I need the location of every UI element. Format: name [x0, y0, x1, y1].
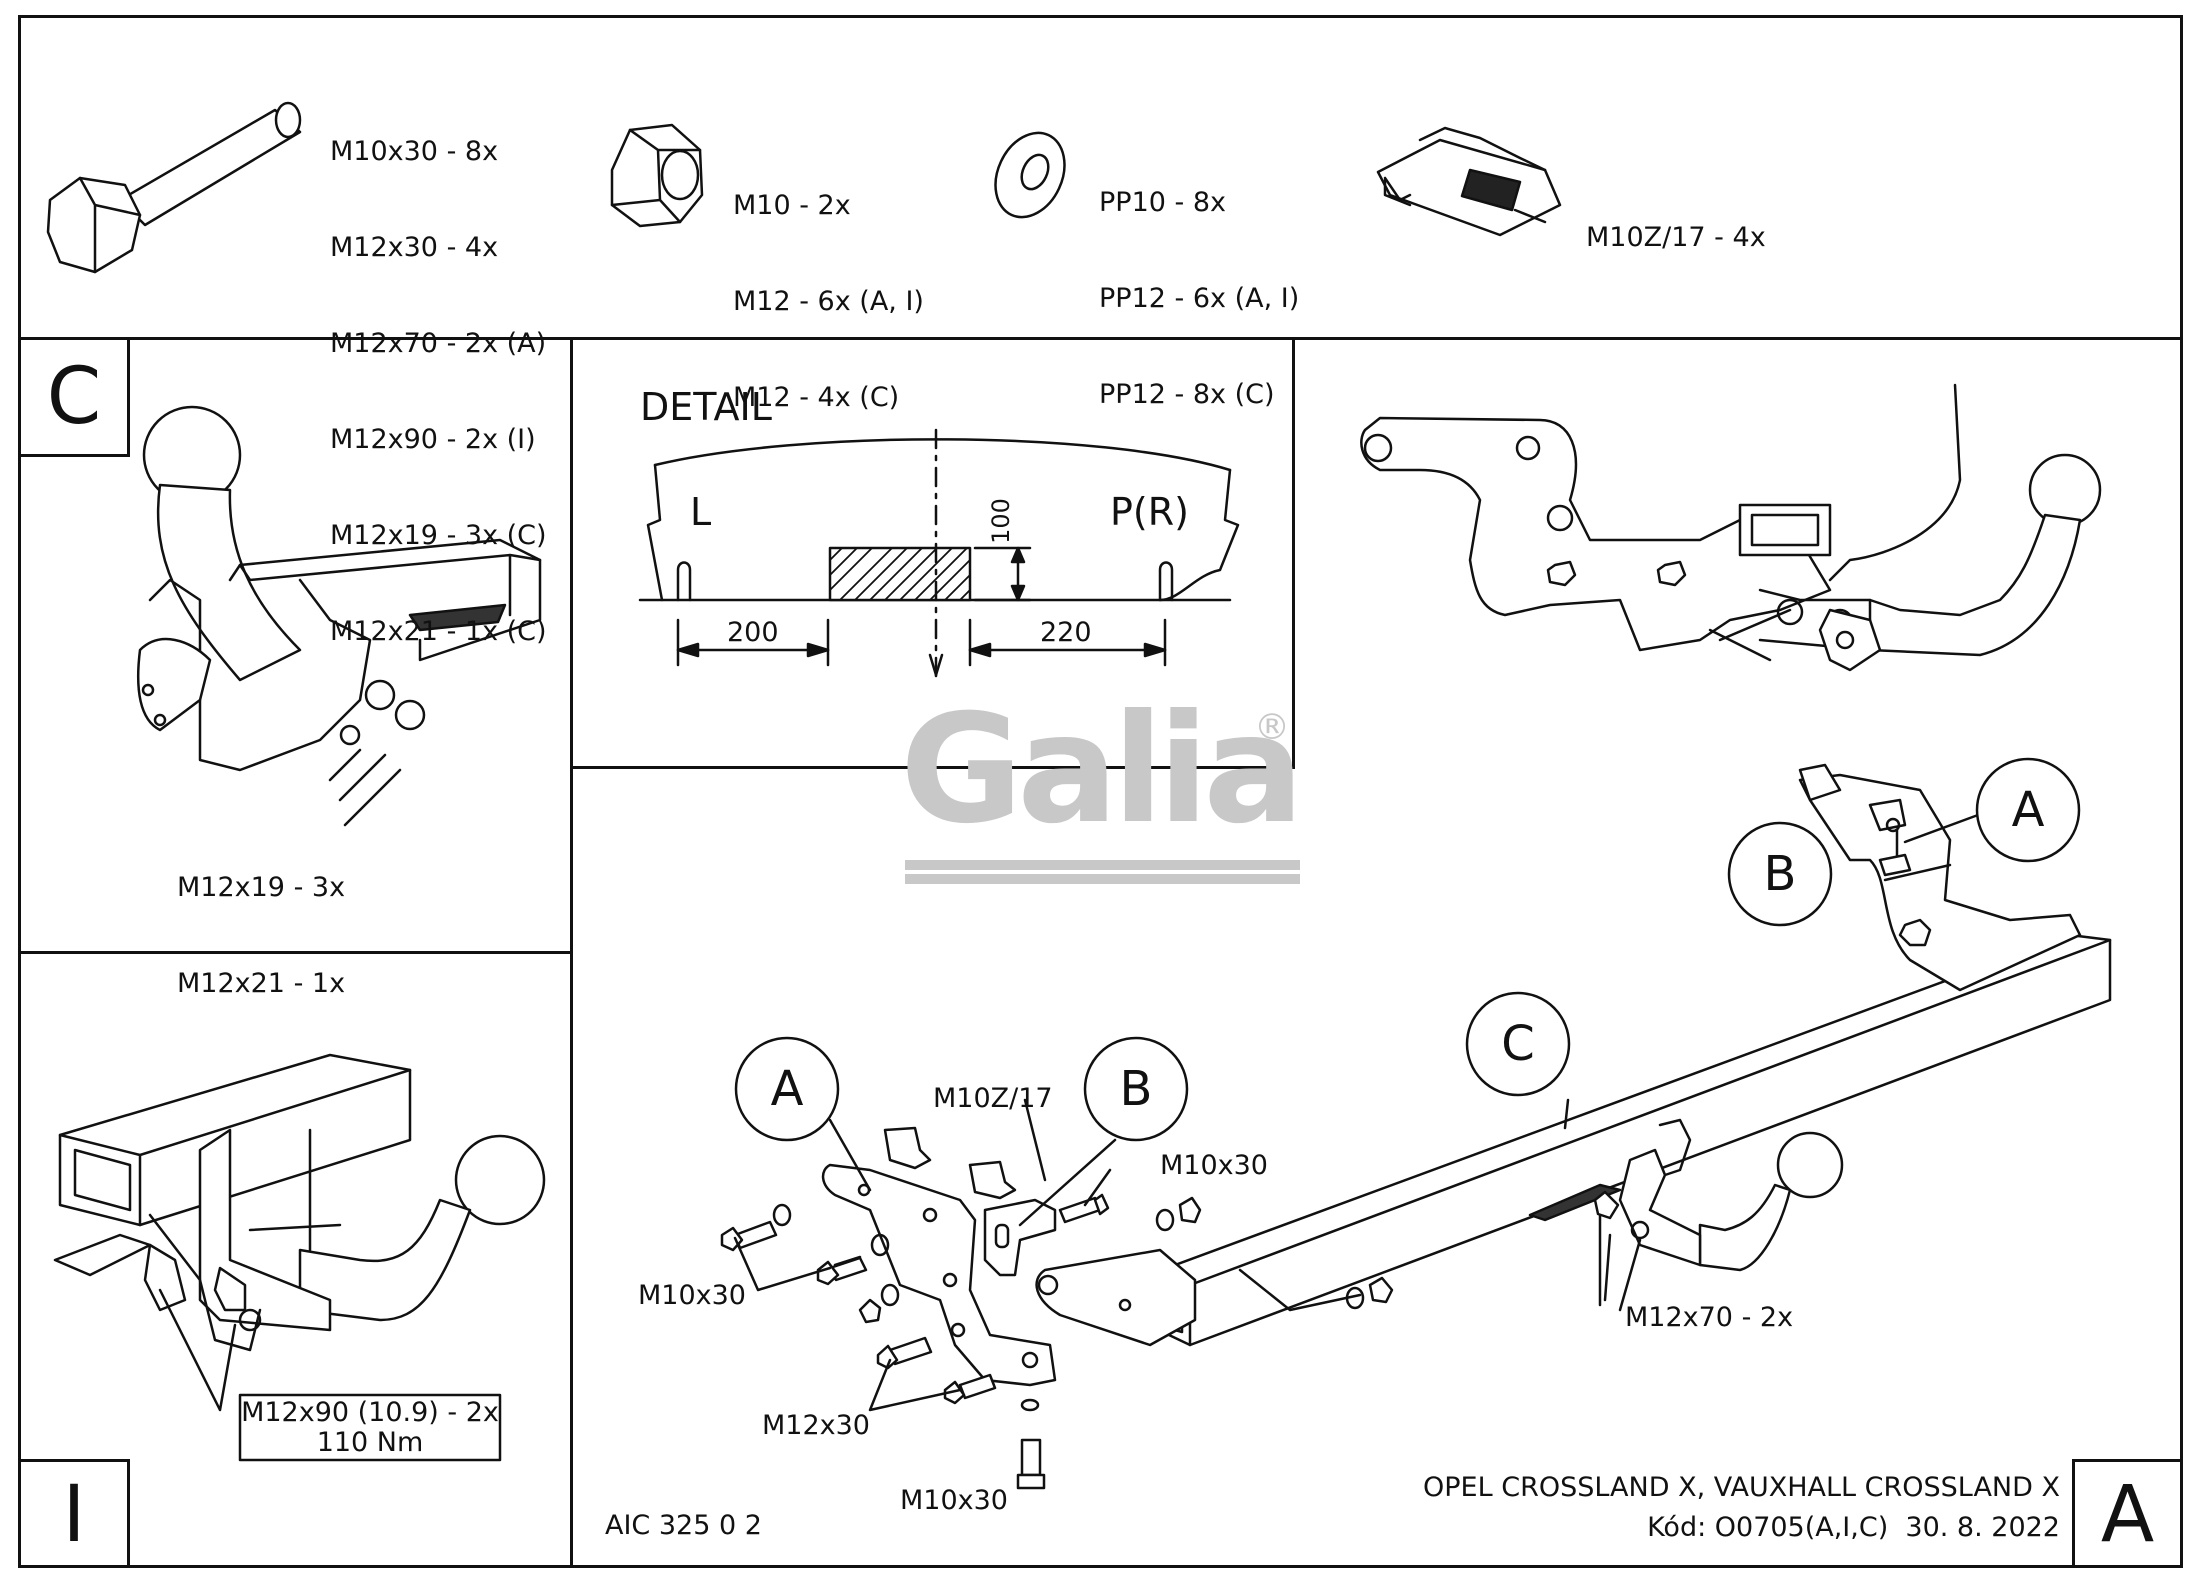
panel-i-drawing [53, 1053, 546, 1412]
footer-letter: A [2100, 1470, 2155, 1560]
detail-left-dimension: 200 [727, 617, 779, 648]
washer-icon [994, 131, 1066, 219]
panel-c-letter-box [18, 337, 130, 457]
panel-i [18, 951, 573, 1568]
cage-clip-icon [1376, 126, 1562, 237]
footer-kod: Kód: O0705(A,I,C) 30. 8. 2022 [1647, 1512, 2060, 1543]
washer-item: PP12 - 8x (C) [1099, 379, 1275, 410]
bolt-item: M10x30 - 8x [330, 136, 499, 167]
callout-a-left [734, 1036, 840, 1142]
m12x70-label: M12x70 - 2x [1625, 1302, 1794, 1333]
washer-item: PP12 - 6x (A, I) [1099, 283, 1300, 314]
nut-icon [610, 123, 704, 228]
detail-left-label: L [690, 490, 712, 534]
panel-i-letter-box [18, 1459, 130, 1568]
galia-logo [905, 860, 1300, 884]
detail-right-label: P(R) [1110, 490, 1189, 534]
galia-logo-text: Galia [900, 683, 1304, 857]
detail-drawing [638, 428, 1240, 682]
clip-list: M10Z/17 - 4x [1586, 158, 1766, 286]
nut-list: M10 - 2x M12 - 6x (A, I) M12 - 4x (C) [733, 126, 924, 446]
footer-code: AIC 325 0 2 [605, 1510, 762, 1541]
footer-vehicle: OPEL CROSSLAND X, VAUXHALL CROSSLAND X [1423, 1472, 2060, 1503]
callout-c-letter: C [1501, 1016, 1535, 1072]
clip-item: M10Z/17 - 4x [1586, 222, 1766, 253]
panel-c-letter: C [46, 352, 102, 442]
washer-item: PP10 - 8x [1099, 187, 1226, 218]
bolt-icon [46, 101, 302, 274]
assembly-drawing [720, 763, 2112, 1490]
panel-c-bolt-list: M12x19 - 3x M12x21 - 1x [177, 808, 345, 1032]
callout-b-right-letter: B [1763, 846, 1797, 902]
bolt-item: M12x21 - 1x (C) [330, 616, 547, 647]
m12x30-label: M12x30 [762, 1410, 870, 1441]
callout-a-left-letter: A [770, 1061, 804, 1117]
panel-i-label-line1: M12x90 (10.9) - 2x [241, 1397, 499, 1428]
panel-i-label-line2: 110 Nm [316, 1427, 424, 1458]
m10x30-top-label: M10x30 [1160, 1150, 1268, 1181]
detail-height-dimension: 100 [986, 498, 1015, 544]
nut-item: M12 - 6x (A, I) [733, 286, 924, 317]
footer-letter-box [2072, 1459, 2183, 1568]
nut-item: M10 - 2x [733, 190, 851, 221]
panel-i-letter: I [62, 1470, 86, 1560]
m10z-label: M10Z/17 [933, 1083, 1053, 1114]
registered-mark: ® [1254, 707, 1290, 748]
callout-b-left [1083, 1036, 1189, 1142]
callout-b-right [1727, 821, 1833, 927]
m10x30-bottom-label: M10x30 [900, 1485, 1008, 1516]
bolt-item: M12x90 - 2x (I) [330, 424, 536, 455]
detail-panel [570, 337, 1295, 769]
detail-title: DETAIL [640, 385, 772, 429]
callout-a-right [1975, 757, 2081, 863]
panel-c-bolt-item: M12x19 - 3x [177, 872, 346, 903]
detail-right-dimension: 220 [1040, 617, 1092, 648]
panel-c-bolt-item: M12x21 - 1x [177, 968, 346, 999]
callout-c [1465, 991, 1571, 1097]
panel-i-label-box [238, 1393, 502, 1462]
bolt-item: M12x70 - 2x (A) [330, 328, 547, 359]
bolt-item: M12x19 - 3x (C) [330, 520, 547, 551]
callout-a-right-letter: A [2011, 782, 2045, 838]
side-view-drawing [1360, 383, 2102, 672]
bolt-list: M10x30 - 8x M12x30 - 4x M12x70 - 2x (A) … [330, 72, 547, 680]
callout-b-left-letter: B [1119, 1061, 1153, 1117]
bolt-item: M12x30 - 4x [330, 232, 499, 263]
washer-list: PP10 - 8x PP12 - 6x (A, I) PP12 - 8x (C) [1099, 123, 1299, 443]
m10x30-left-label: M10x30 [638, 1280, 746, 1311]
nut-item: M12 - 4x (C) [733, 382, 900, 413]
panel-c-drawing [136, 405, 542, 827]
